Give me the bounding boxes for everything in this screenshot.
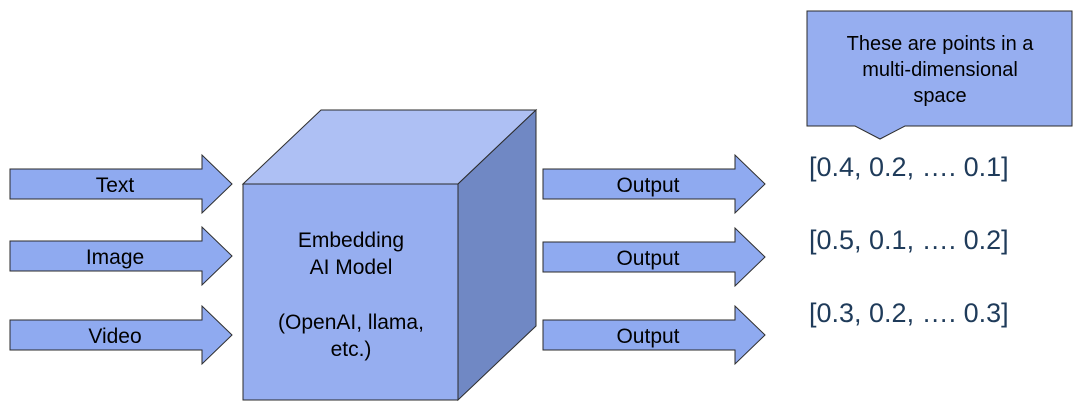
callout-shape — [806, 10, 1073, 140]
callout-line-2: multi-dimensional — [862, 59, 1018, 81]
model-label-line-1: Embedding — [298, 229, 404, 252]
callout-line-3: space — [913, 85, 966, 107]
output-arrow-3-shape — [542, 304, 766, 366]
model-label-line-2: AI Model — [310, 256, 393, 279]
output-arrow-2-shape — [542, 226, 766, 288]
output-arrow-3: Output — [542, 304, 766, 366]
model-label-line-5: etc.) — [331, 338, 372, 361]
cube-front-face — [242, 183, 459, 401]
model-label-line-4: (OpenAI, llama, — [278, 311, 424, 334]
input-arrow-video-shape — [9, 304, 233, 366]
callout-line-1: These are points in a — [847, 33, 1035, 55]
input-arrow-text: Text — [9, 153, 233, 215]
embedding-model-cube: Embedding AI Model (OpenAI, llama, etc.) — [241, 108, 538, 402]
output-arrow-1-shape — [542, 153, 766, 215]
input-label-image: Image — [86, 246, 144, 269]
input-arrow-image-shape — [9, 225, 233, 287]
input-arrow-text-shape — [9, 153, 233, 215]
output-label-1: Output — [616, 174, 679, 197]
output-vector-3: [0.3, 0.2, …. 0.3] — [809, 298, 1009, 328]
output-label-2: Output — [616, 247, 679, 270]
input-label-text: Text — [96, 174, 135, 197]
output-arrow-2: Output — [542, 226, 766, 288]
input-arrow-video: Video — [9, 304, 233, 366]
output-vector-2: [0.5, 0.1, …. 0.2] — [809, 225, 1009, 255]
output-label-3: Output — [616, 325, 679, 348]
input-label-video: Video — [88, 325, 141, 348]
input-arrow-image: Image — [9, 225, 233, 287]
callout-box: These are points in a multi-dimensional … — [806, 10, 1073, 140]
output-vector-1: [0.4, 0.2, …. 0.1] — [809, 152, 1009, 182]
output-arrow-1: Output — [542, 153, 766, 215]
